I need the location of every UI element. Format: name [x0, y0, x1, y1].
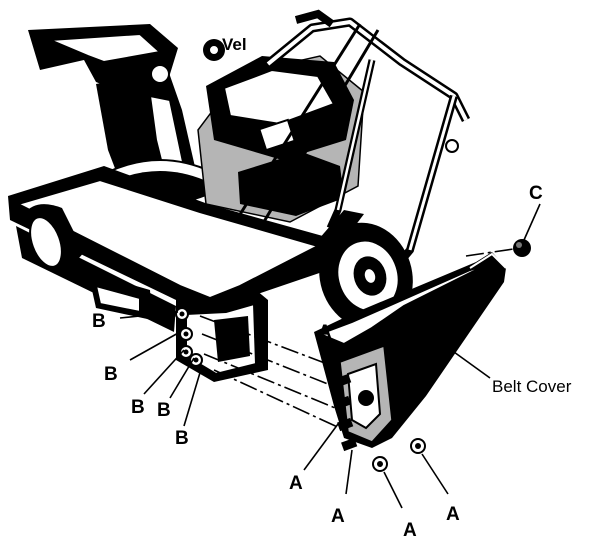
callout-a-5: A: [446, 504, 460, 525]
engine-brand-mark: Vel: [222, 35, 247, 54]
callout-b-5: B: [175, 428, 189, 449]
callout-b-4: B: [157, 400, 171, 421]
callout-a-4: A: [403, 520, 417, 541]
callout-a-2: A: [289, 473, 303, 494]
callout-b-3: B: [131, 397, 145, 418]
belt-cover-caption: Belt Cover: [492, 377, 572, 396]
callout-a-1: A: [318, 322, 332, 343]
knob-c: [513, 239, 531, 257]
callout-b-2: B: [104, 364, 118, 385]
callout-a-3: A: [331, 506, 345, 527]
callout-b-1: B: [92, 311, 106, 332]
callout-c: C: [529, 183, 543, 204]
